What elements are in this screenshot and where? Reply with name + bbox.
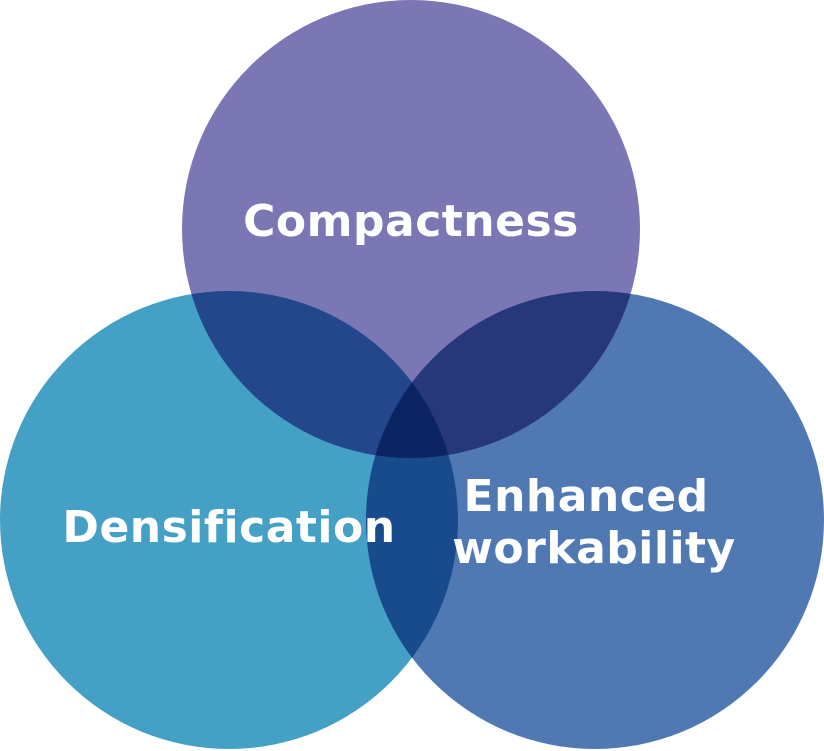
overlap-compactness-workability [366,291,640,458]
label-densification-line-1: Densification [62,502,395,553]
label-densification: Densification [62,502,395,553]
label-enhanced-workability-line-2: workability [452,523,736,574]
overlap-compactness-densification [182,291,458,458]
label-enhanced-workability-line-1: Enhanced [464,471,709,522]
label-compactness-line-1: Compactness [243,196,579,247]
label-compactness: Compactness [243,196,579,247]
label-enhanced-workability: Enhanced workability [452,471,736,574]
